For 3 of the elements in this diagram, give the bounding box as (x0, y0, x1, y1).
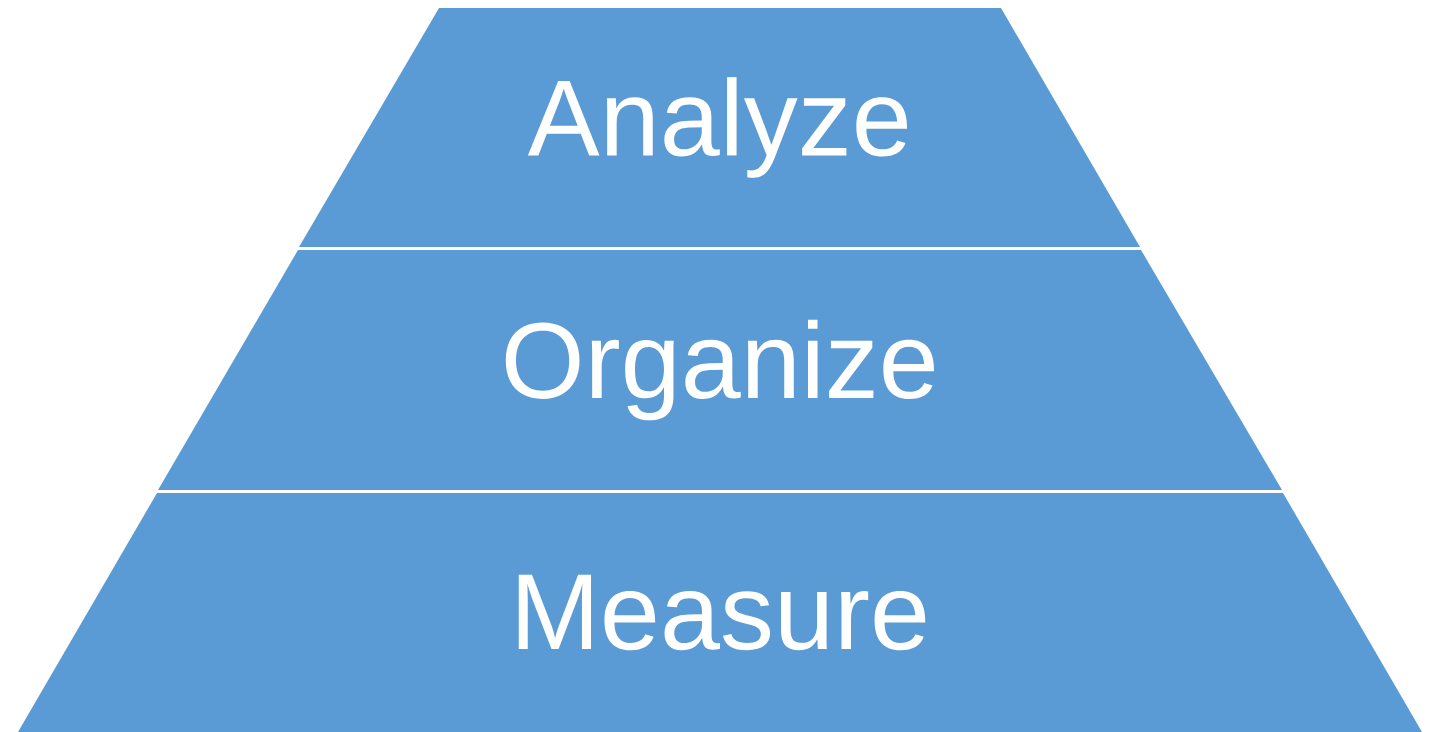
pyramid-level: Analyze (299, 8, 1140, 247)
pyramid-level: Measure (18, 493, 1422, 732)
pyramid-level: Organize (158, 250, 1282, 490)
